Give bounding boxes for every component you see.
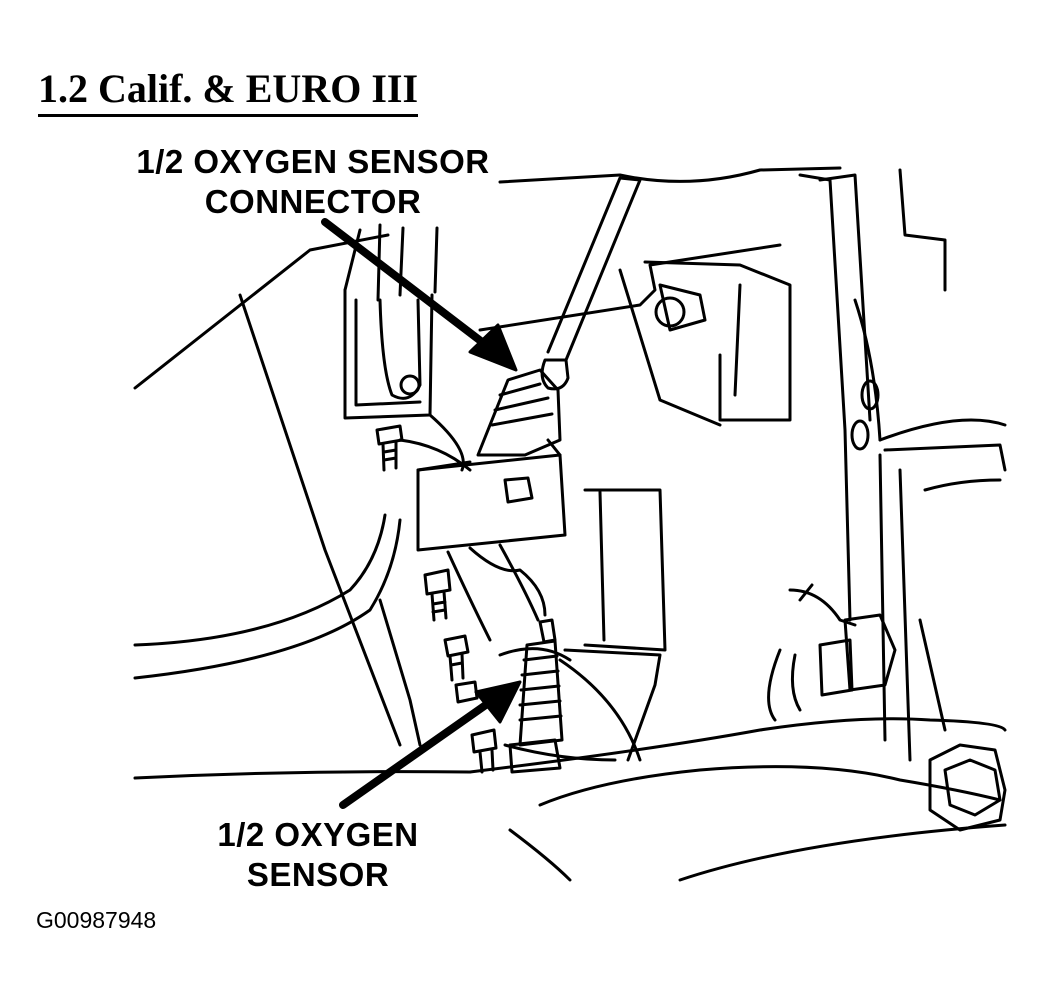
callout-arrows	[321, 218, 522, 809]
oxygen-sensor-connector-label: 1/2 OXYGEN SENSOR CONNECTOR	[118, 142, 508, 222]
oxygen-sensor	[508, 618, 564, 774]
exhaust-manifold	[478, 243, 782, 762]
manifold-bolts	[423, 568, 498, 774]
sensor-arrowhead	[474, 680, 522, 724]
figure-id: G00987948	[36, 907, 157, 933]
harness-brackets	[343, 223, 472, 472]
sensor-label-line2: SENSOR	[246, 856, 390, 893]
lower-control-arm	[468, 717, 1007, 882]
oxygen-sensor-label: 1/2 OXYGEN SENSOR	[198, 815, 438, 895]
connector-label-line2: CONNECTOR	[204, 183, 422, 220]
diagram-title: 1.2 Calif. & EURO III	[38, 66, 419, 117]
sensor-label-line1: 1/2 OXYGEN	[217, 816, 419, 853]
body-panels	[133, 166, 842, 780]
connector-label-line1: 1/2 OXYGEN SENSOR	[136, 143, 490, 180]
suspension-frame	[618, 168, 1007, 762]
sensor-connector-assembly	[416, 176, 642, 642]
connector-arrowhead	[468, 323, 518, 372]
